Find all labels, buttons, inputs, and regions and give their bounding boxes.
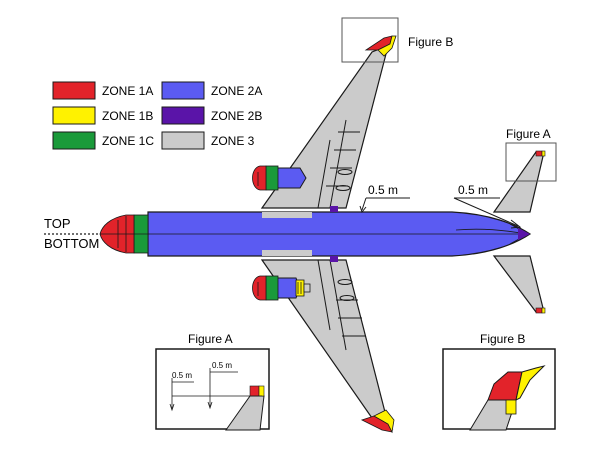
legend-label-zone-3: ZONE 3 (211, 134, 255, 148)
inset-a-tip-1b (258, 385, 265, 397)
legend-swatch-zone-2b (161, 106, 205, 125)
lower-engine-exhaust (295, 279, 305, 297)
legend-swatch-zone-2a (161, 81, 205, 100)
upper-engine (252, 165, 307, 191)
legend-label-zone-1c: ZONE 1C (102, 134, 154, 148)
lower-engine-1c (265, 275, 279, 301)
inset-a-tip-1a (249, 385, 260, 397)
inset-b-1b-edge (505, 399, 517, 415)
lower-stabilizer (492, 255, 546, 314)
lower-stab-tip-1a (535, 307, 543, 314)
inset-a-dim-right: 0.5 m (212, 361, 232, 370)
wing-dimension (359, 197, 410, 214)
figure-b-callout-label: Figure B (408, 35, 453, 49)
legend-label-zone-1b: ZONE 1B (102, 109, 153, 123)
inset-a-title: Figure A (188, 332, 233, 346)
wing-dimension-label: 0.5 m (368, 183, 398, 197)
inset-b-title: Figure B (480, 332, 525, 346)
upper-stab-tip-1a (535, 150, 543, 157)
inset-figure-a: Figure A 0.5 m 0.5 m (155, 332, 270, 431)
legend: ZONE 1A ZONE 1B ZONE 1C ZONE 2A ZONE 2B … (52, 81, 262, 150)
upper-winglet-1b (377, 35, 397, 57)
top-label: TOP (44, 216, 71, 231)
legend-swatch-zone-1b (52, 106, 96, 125)
legend-swatch-zone-1a (52, 81, 96, 100)
upper-engine-1a (252, 165, 267, 191)
fuselage (99, 206, 532, 262)
lower-engine-1a (252, 275, 267, 301)
inset-figure-b: Figure B (442, 332, 556, 431)
legend-label-zone-1a: ZONE 1A (102, 84, 153, 98)
legend-label-zone-2a: ZONE 2A (211, 84, 262, 98)
tail-cone-2b (518, 228, 530, 240)
lower-winglet-1b (373, 409, 395, 434)
wing-root-2b-top (330, 206, 338, 212)
upper-engine-1c (265, 165, 279, 191)
legend-swatch-zone-3 (161, 131, 205, 150)
wing-root-2b-bottom (330, 256, 338, 262)
figure-a-callout-box (505, 142, 557, 182)
legend-swatch-zone-1c (52, 131, 96, 150)
tail-dimension (453, 197, 522, 229)
lower-engine (252, 275, 311, 301)
figure-b-callout-box (341, 17, 399, 63)
upper-stab-tip-1b (541, 150, 546, 157)
upper-stabilizer (492, 150, 546, 213)
bottom-label: BOTTOM (44, 236, 99, 251)
legend-label-zone-2b: ZONE 2B (211, 109, 262, 123)
lower-stab-tip-1b (541, 307, 546, 314)
figure-a-callout-label: Figure A (506, 127, 551, 141)
tail-dimension-label: 0.5 m (458, 183, 488, 197)
upper-wing (260, 35, 397, 209)
inset-a-dim-left: 0.5 m (172, 371, 192, 380)
